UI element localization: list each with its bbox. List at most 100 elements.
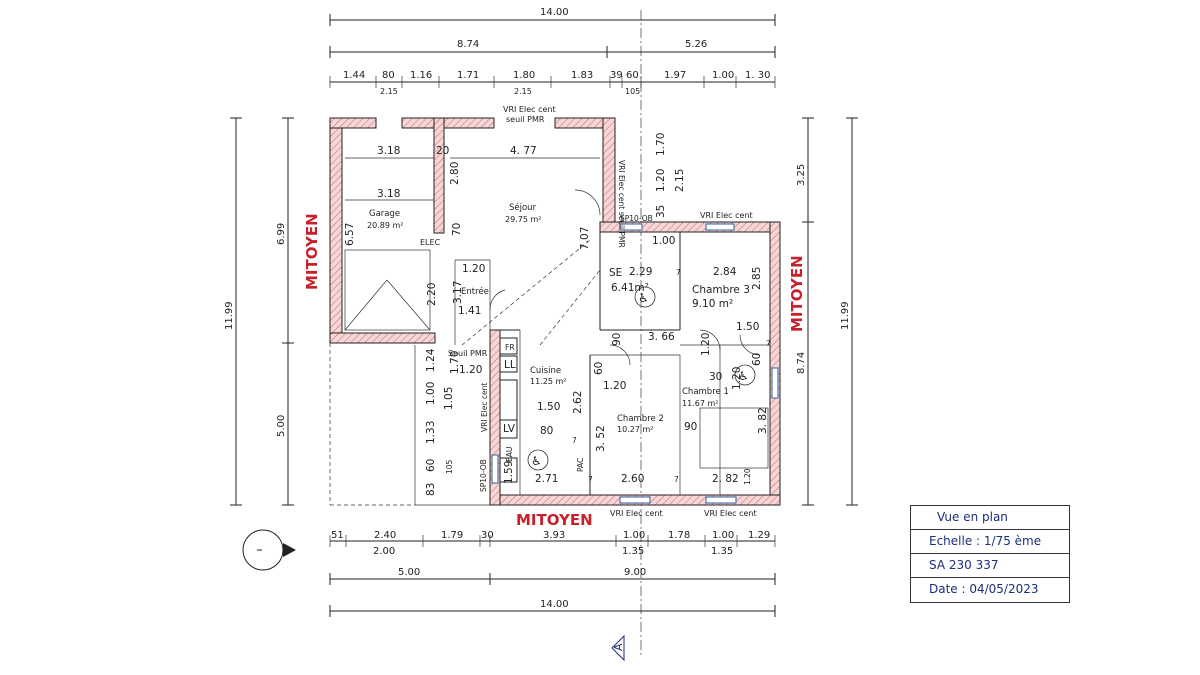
room-se-name: SE bbox=[609, 267, 622, 279]
dim-inner: 3.17 bbox=[452, 281, 464, 304]
label-seuil-top: seuil PMR bbox=[506, 115, 545, 124]
svg-text:♿: ♿ bbox=[531, 454, 542, 468]
dim-inner: 105 bbox=[445, 459, 454, 474]
section-marker-label: A bbox=[612, 643, 625, 651]
dim-inner: 7 bbox=[588, 475, 593, 484]
dim-bottom-sub: 1.35 bbox=[711, 546, 733, 557]
dim-inner: 80 bbox=[540, 425, 553, 437]
dim-inner: 1.41 bbox=[458, 305, 481, 317]
label-fr: FR bbox=[505, 343, 515, 352]
dim-bottom-seg: 1.78 bbox=[668, 530, 690, 541]
room-chambre2-name: Chambre 2 bbox=[617, 414, 664, 424]
dim-inner: 1.20 bbox=[731, 367, 743, 390]
title-block-reference: SA 230 337 bbox=[911, 554, 1069, 578]
dim-bottom-seg: 30 bbox=[481, 530, 494, 541]
dim-inner: 1.59 bbox=[503, 461, 515, 484]
dim-top-right: 5.26 bbox=[685, 39, 707, 50]
wheelchair-icon: ♿ bbox=[527, 449, 549, 471]
dim-right-lower: 8.74 bbox=[796, 352, 807, 374]
label-ll: LL bbox=[504, 359, 516, 371]
dim-inner: 35 bbox=[655, 205, 667, 218]
dim-bottom-partial: 5.00 bbox=[398, 567, 420, 578]
label-vri-chambre3: VRI Elec cent bbox=[700, 211, 753, 220]
svg-text:♿: ♿ bbox=[738, 369, 749, 383]
dim-inner: 1.50 bbox=[537, 401, 560, 413]
title-block: Vue en plan Echelle : 1/75 ème SA 230 33… bbox=[910, 505, 1070, 603]
walls bbox=[329, 117, 781, 506]
label-lv: LV bbox=[503, 423, 516, 435]
dim-left-upper: 6.99 bbox=[276, 223, 287, 245]
dim-inner: 1.70 bbox=[655, 133, 667, 156]
dim-inner: 60 bbox=[751, 353, 763, 366]
section-marker: A bbox=[611, 634, 625, 662]
dim-top-seg: 1. 30 bbox=[745, 70, 770, 81]
dim-bottom-partial: 9.00 bbox=[624, 567, 646, 578]
dim-bottom-seg: 2.40 bbox=[374, 530, 396, 541]
dim-bottom-total: 14.00 bbox=[540, 599, 569, 610]
dim-inner: 1.50 bbox=[736, 321, 759, 333]
room-se-area: 6.41m² bbox=[611, 282, 649, 294]
dim-bottom-seg: 1.00 bbox=[712, 530, 734, 541]
dim-top-seg: 1.00 bbox=[712, 70, 734, 81]
mitoyen-left-label: MITOYEN bbox=[303, 213, 321, 290]
dim-inner: 2.71 bbox=[535, 473, 558, 485]
room-labels: Garage 20.89 m² Séjour 29.75 m² Entrée C… bbox=[367, 202, 750, 434]
wheelchair-icon: ♿ bbox=[734, 364, 756, 386]
dim-inner: 1.00 bbox=[652, 235, 675, 247]
dim-inner: 2.85 bbox=[751, 267, 763, 290]
dim-inner: 30 bbox=[709, 371, 722, 383]
dim-top-total: 14.00 bbox=[540, 7, 569, 18]
dim-bottom-seg: 1.79 bbox=[441, 530, 463, 541]
dim-top-seg: 80 bbox=[382, 70, 395, 81]
dim-top-seg: 60 bbox=[626, 70, 639, 81]
label-vri-left: VRI Elec cent bbox=[480, 383, 489, 432]
dim-right-total: 11.99 bbox=[840, 301, 851, 330]
dim-left-lower: 5.00 bbox=[276, 415, 287, 437]
room-chambre3-area: 9.10 m² bbox=[692, 298, 733, 310]
room-garage-area: 20.89 m² bbox=[367, 221, 403, 230]
dim-bottom-sub: 1.35 bbox=[622, 546, 644, 557]
right-dimensions: 3.25 8.74 11.99 bbox=[796, 117, 858, 506]
dim-inner: 1.00 bbox=[425, 382, 437, 405]
dim-inner: 90 bbox=[611, 333, 623, 346]
mitoyen-bottom-label: MITOYEN bbox=[516, 511, 593, 529]
dim-bottom-seg: 1.29 bbox=[748, 530, 770, 541]
dim-inner: 83 bbox=[425, 483, 437, 496]
dim-inner: 1.20 bbox=[700, 333, 712, 356]
dim-right-upper: 3.25 bbox=[796, 164, 807, 186]
room-chambre1-area: 11.67 m² bbox=[682, 399, 718, 408]
dim-bottom-sub: 2.00 bbox=[373, 546, 395, 557]
dim-inner: 2. 82 bbox=[712, 473, 739, 485]
dim-inner: 3. 52 bbox=[595, 425, 607, 452]
title-block-view: Vue en plan bbox=[911, 506, 1069, 530]
left-dimensions: 11.99 6.99 5.00 bbox=[224, 117, 294, 506]
svg-text:♿: ♿ bbox=[638, 291, 649, 305]
dim-inner: 1.05 bbox=[443, 387, 455, 410]
dim-inner: 1.20 bbox=[462, 263, 485, 275]
dim-inner: 1.24 bbox=[425, 348, 437, 372]
partitions bbox=[329, 189, 770, 506]
dim-inner: 60 bbox=[425, 459, 437, 472]
dim-inner: 7 bbox=[572, 436, 577, 445]
dim-inner: 6.57 bbox=[344, 223, 356, 246]
dim-inner: 20 bbox=[436, 145, 449, 157]
dim-inner: 2.20 bbox=[426, 283, 438, 306]
dim-bottom-seg: 3.93 bbox=[543, 530, 565, 541]
room-garage-name: Garage bbox=[369, 209, 400, 219]
dim-left-total: 11.99 bbox=[224, 301, 235, 330]
dim-inner: 7 bbox=[766, 339, 771, 348]
dim-top-seg: 1.71 bbox=[457, 70, 479, 81]
dim-top-left: 8.74 bbox=[457, 39, 479, 50]
dim-inner: 4. 77 bbox=[510, 145, 537, 157]
dim-inner: 1.20 bbox=[459, 364, 482, 376]
dim-inner: 2.84 bbox=[713, 266, 737, 278]
dim-inner: 7 bbox=[676, 268, 681, 277]
room-sejour-area: 29.75 m² bbox=[505, 215, 541, 224]
dim-inner: 2.80 bbox=[449, 162, 461, 185]
dim-top-seg: 1.16 bbox=[410, 70, 432, 81]
dim-inner: 70 bbox=[451, 223, 463, 236]
fixture-labels: VRI Elec cent seuil PMR VRI Elec cent se… bbox=[420, 105, 757, 518]
dim-inner: 60 bbox=[593, 362, 605, 375]
dim-inner: 3.18 bbox=[377, 188, 400, 200]
room-cuisine-name: Cuisine bbox=[530, 366, 561, 376]
